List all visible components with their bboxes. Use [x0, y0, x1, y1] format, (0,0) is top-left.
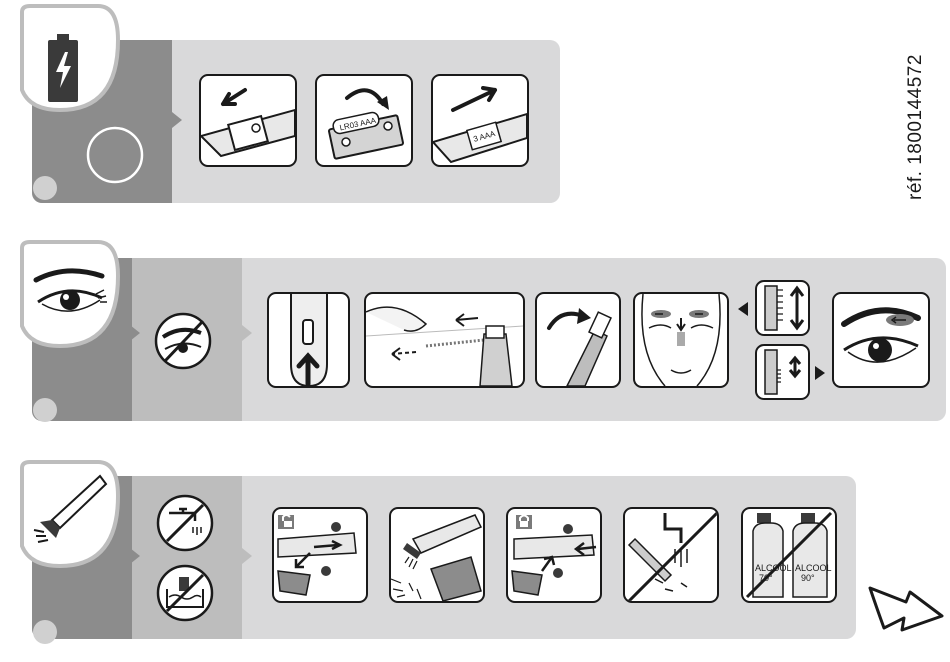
trimmer-head-icon [30, 470, 110, 550]
eyebrow-step-result [832, 292, 930, 388]
battery-icon [48, 34, 78, 104]
alcohol-label-right: ALCOOL [795, 563, 832, 573]
eyebrow-step-tilt [535, 292, 621, 388]
reference-number: réf. 1800144572 [905, 54, 927, 200]
comb-left-arrow-icon [738, 302, 750, 316]
alcohol-value-right: 90° [801, 573, 815, 583]
cleaning-step-unlock [272, 507, 368, 603]
comb-right-arrow-icon [815, 366, 827, 380]
battery-step-insert: LR03 AAA [315, 74, 413, 167]
cleaning-step-no-rinse [623, 507, 719, 603]
eyebrow-step-switch-on [267, 292, 350, 388]
eyebrow-step-trim [364, 292, 525, 388]
next-page-arrow-icon[interactable] [866, 584, 946, 636]
comb-long-setting [755, 280, 810, 336]
cleaning-step-brush [389, 507, 485, 603]
eyebrow-section-decor [0, 220, 270, 430]
battery-step-close: 3 AAA [431, 74, 529, 167]
eyebrow-step-face-zones [633, 292, 729, 388]
eye-icon [30, 262, 110, 322]
comb-short-setting [755, 344, 810, 400]
no-running-water-icon [155, 493, 215, 553]
cleaning-step-no-alcohol: ALCOOL 70° ALCOOL 90° [741, 507, 837, 603]
cleaning-step-lock [506, 507, 602, 603]
no-immersion-icon [155, 563, 215, 623]
battery-step-open [199, 74, 297, 167]
no-trimming-near-eye-icon [153, 311, 213, 371]
